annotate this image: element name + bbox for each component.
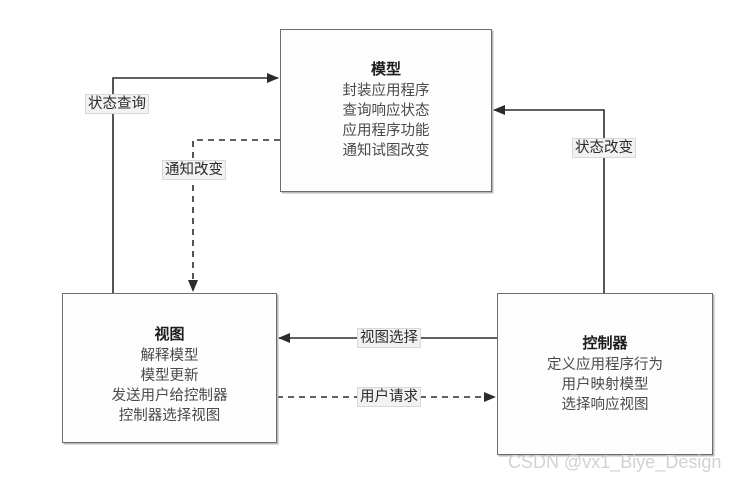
node-controller-title: 控制器 (582, 335, 628, 352)
edge-state-change (493, 104, 605, 293)
node-view-line-4: 控制器选择视图 (118, 407, 221, 424)
node-model[interactable]: 模型 封装应用程序 查询响应状态 应用程序功能 通知试图改变 (280, 29, 492, 192)
watermark: CSDN @vx1_Biye_Design (508, 452, 722, 472)
edge-notify-change (187, 139, 280, 292)
edge-label-user-request: 用户请求 (357, 387, 421, 407)
node-model-line-2: 查询响应状态 (342, 103, 430, 119)
node-model-line-3: 应用程序功能 (342, 123, 430, 139)
edge-label-status-query: 状态查询 (85, 94, 149, 114)
node-view-line-1: 解释模型 (140, 347, 199, 364)
node-controller-line-1: 定义应用程序行为 (547, 356, 663, 373)
node-view[interactable]: 视图 解释模型 模型更新 发送用户给控制器 控制器选择视图 (62, 293, 277, 443)
node-view-title: 视图 (154, 326, 185, 343)
node-view-line-2: 模型更新 (140, 367, 199, 384)
node-model-title: 模型 (370, 62, 401, 78)
node-controller-line-2: 用户映射模型 (561, 376, 649, 393)
node-view-line-3: 发送用户给控制器 (111, 387, 228, 404)
node-controller-line-3: 选择响应视图 (561, 396, 649, 413)
edge-label-state-change: 状态改变 (572, 138, 636, 158)
edge-label-view-select: 视图选择 (357, 328, 421, 348)
node-model-line-4: 通知试图改变 (342, 143, 430, 159)
node-controller[interactable]: 控制器 定义应用程序行为 用户映射模型 选择响应视图 (497, 293, 713, 455)
node-model-line-1: 封装应用程序 (342, 83, 430, 99)
edge-label-notify-change: 通知改变 (162, 160, 226, 180)
edge-status-query (112, 72, 279, 293)
